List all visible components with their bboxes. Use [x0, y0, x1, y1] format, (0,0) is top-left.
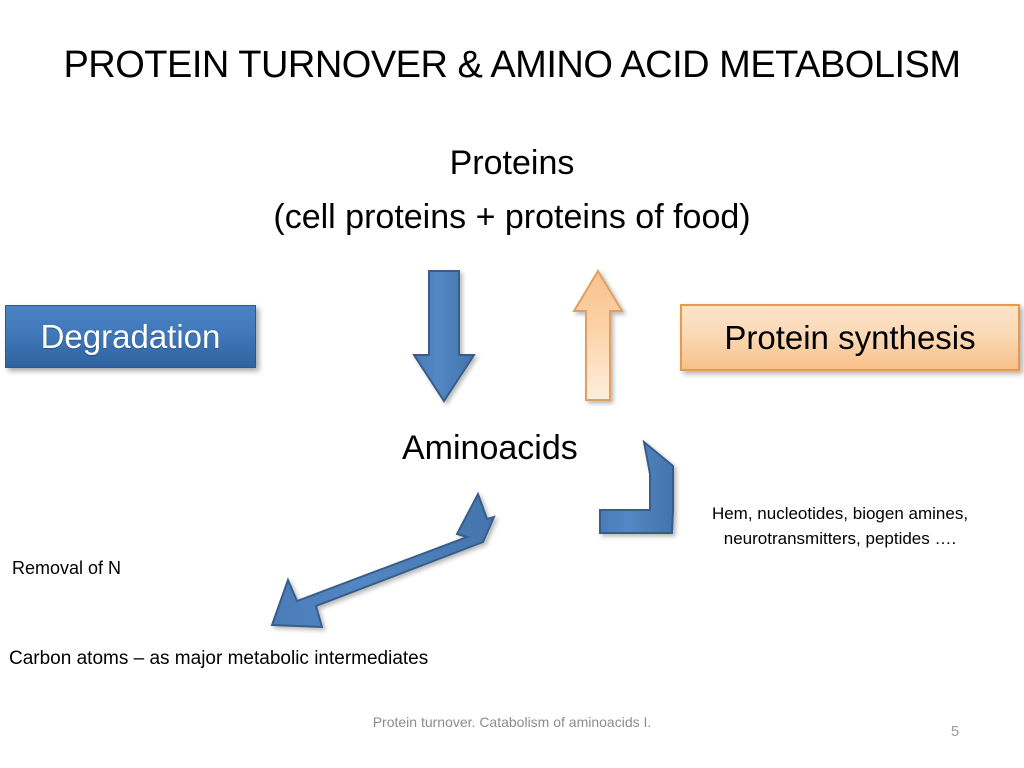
proteins-node-line2: (cell proteins + proteins of food): [273, 198, 751, 236]
removal-of-n-label: Removal of N: [12, 558, 122, 578]
page-title: PROTEIN TURNOVER & AMINO ACID METABOLISM: [63, 44, 961, 86]
protein-synthesis-box-label: Protein synthesis: [724, 318, 976, 356]
bent-arrow-icon: [599, 439, 674, 534]
page-number: 5: [950, 723, 960, 740]
protein-synthesis-box[interactable]: Protein synthesis: [680, 304, 1020, 371]
synthesis-up-arrow-icon: [572, 269, 624, 401]
aminoacids-node: Aminoacids: [402, 429, 578, 467]
footer-text: Protein turnover. Catabolism of aminoaci…: [372, 714, 652, 730]
proteins-node: Proteins (cell proteins + proteins of fo…: [0, 136, 1024, 244]
degradation-box-label: Degradation: [40, 317, 221, 355]
degradation-box[interactable]: Degradation: [5, 305, 256, 368]
carbon-atoms-label: Carbon atoms – as major metabolic interm…: [9, 648, 429, 669]
products-note: Hem, nucleotides, biogen amines, neurotr…: [711, 504, 969, 548]
degradation-down-arrow-icon: [412, 270, 476, 403]
diagonal-down-left-arrow-icon: [270, 491, 496, 629]
proteins-node-line1: Proteins: [449, 144, 575, 182]
